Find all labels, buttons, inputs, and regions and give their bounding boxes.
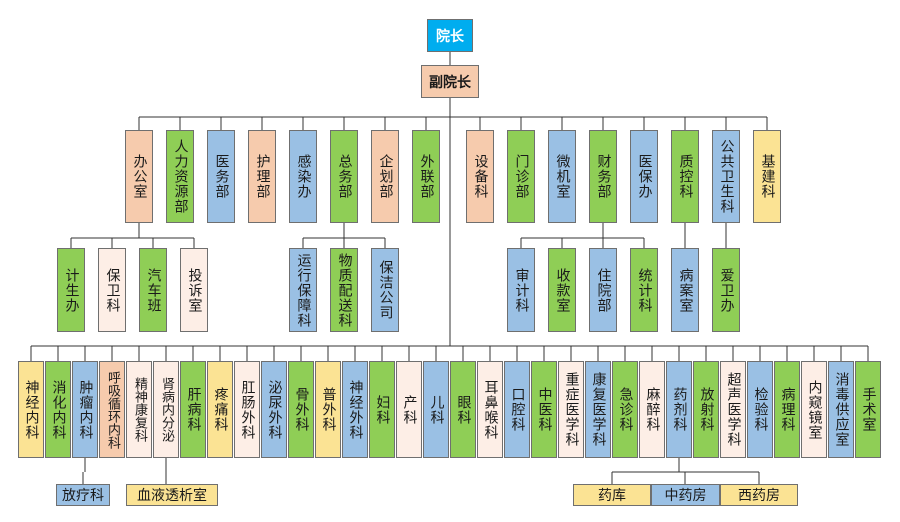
node-president: 院长	[427, 19, 473, 52]
node-drug-store: 药库	[573, 484, 651, 506]
node-psych-rehab: 精神康复科	[126, 361, 152, 458]
node-hr: 人力资源部	[166, 130, 194, 223]
node-laboratory: 检验科	[747, 361, 773, 458]
node-ophthalmology: 眼科	[450, 361, 476, 458]
node-planning: 企划部	[371, 130, 399, 223]
node-pathology: 病理科	[774, 361, 800, 458]
node-equipment: 设备科	[466, 130, 494, 223]
node-operating-room: 手术室	[855, 361, 881, 458]
node-general-surgery: 普外科	[315, 361, 341, 458]
node-public-health: 公共卫生科	[712, 130, 740, 223]
node-icu: 重症医学科	[558, 361, 584, 458]
node-complaints: 投诉室	[180, 248, 208, 332]
node-medical: 医务部	[207, 130, 235, 223]
node-records: 病案室	[671, 248, 699, 332]
node-liver: 肝病科	[180, 361, 206, 458]
node-endoscopy: 内窥镜室	[801, 361, 827, 458]
node-obstetrics: 产科	[396, 361, 422, 458]
node-dental: 口腔科	[504, 361, 530, 458]
node-vehicle-team: 汽车班	[139, 248, 167, 332]
node-oncology: 肿瘤内科	[72, 361, 98, 458]
node-urology: 泌尿外科	[261, 361, 287, 458]
node-pain: 疼痛科	[207, 361, 233, 458]
node-cashier: 收款室	[548, 248, 576, 332]
node-western-pharmacy: 西药房	[720, 484, 798, 506]
node-orthopedics: 骨外科	[288, 361, 314, 458]
node-family-planning: 计生办	[57, 248, 85, 332]
node-operations: 运行保障科	[289, 248, 317, 332]
node-anesthesia: 麻醉科	[639, 361, 665, 458]
node-liaison: 外联部	[412, 130, 440, 223]
node-finance: 财务部	[589, 130, 617, 223]
node-general-affairs: 总务部	[330, 130, 358, 223]
node-rehabilitation: 康复医学科	[585, 361, 611, 458]
node-neurology-internal: 神经内科	[18, 361, 44, 458]
node-cleaning: 保洁公司	[371, 248, 399, 332]
node-supply: 物质配送科	[330, 248, 358, 332]
node-nephrology: 肾病内分泌	[153, 361, 179, 458]
node-radiology: 放射科	[693, 361, 719, 458]
node-infrastructure: 基建科	[753, 130, 781, 223]
node-respiratory-cardio: 呼吸循环内科	[99, 361, 125, 458]
node-vice-president: 副院长	[421, 65, 479, 98]
node-security: 保卫科	[98, 248, 126, 332]
node-gynecology: 妇科	[369, 361, 395, 458]
node-infection: 感染办	[289, 130, 317, 223]
node-hygiene: 爱卫办	[712, 248, 740, 332]
node-audit: 审计科	[507, 248, 535, 332]
node-insurance: 医保办	[630, 130, 658, 223]
node-inpatient: 住院部	[589, 248, 617, 332]
node-quality-control: 质控科	[671, 130, 699, 223]
node-digestive: 消化内科	[45, 361, 71, 458]
node-emergency: 急诊科	[612, 361, 638, 458]
node-dialysis: 血液透析室	[126, 484, 218, 506]
node-tcm-pharmacy: 中药房	[651, 484, 720, 506]
node-statistics: 统计科	[630, 248, 658, 332]
node-pediatrics: 儿科	[423, 361, 449, 458]
node-anorectal: 肛肠外科	[234, 361, 260, 458]
node-ent: 耳鼻喉科	[477, 361, 503, 458]
node-office: 办公室	[125, 130, 153, 223]
node-tcm: 中医科	[531, 361, 557, 458]
node-ultrasound: 超声医学科	[720, 361, 746, 458]
node-neurosurgery: 神经外科	[342, 361, 368, 458]
node-pharmacy: 药剂科	[666, 361, 692, 458]
node-sterile-supply: 消毒供应室	[828, 361, 854, 458]
node-nursing: 护理部	[248, 130, 276, 223]
node-radiotherapy: 放疗科	[56, 484, 110, 506]
node-computer-room: 微机室	[548, 130, 576, 223]
node-outpatient: 门诊部	[507, 130, 535, 223]
